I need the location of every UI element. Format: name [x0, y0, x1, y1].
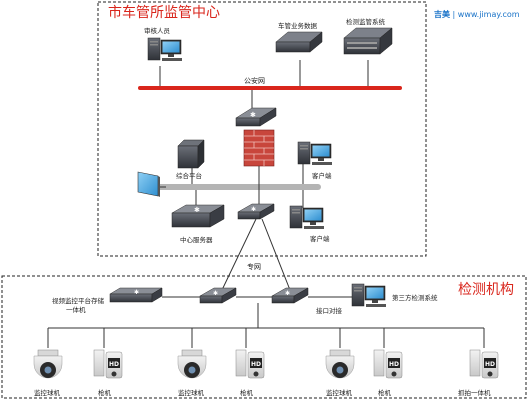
dome3-label: 监控球机	[326, 388, 353, 397]
dome1-label: 监控球机	[34, 388, 61, 397]
center-server-icon: ✱	[171, 204, 225, 228]
database-server-icon	[275, 31, 323, 53]
capture-label: 抓拍一体机	[458, 388, 491, 397]
region-inspection-agency	[1, 275, 527, 399]
brand-logo: 吉美 | www.jimay.com	[434, 9, 520, 19]
access-switch-2-icon	[271, 287, 309, 304]
region-title-bottom: 检测机构	[458, 282, 514, 298]
client1-pc-icon	[297, 141, 333, 166]
inspection-server-icon	[343, 27, 393, 55]
client2-pc-icon	[289, 205, 325, 230]
dome-camera-3-icon	[325, 349, 355, 379]
core-switch-icon	[237, 203, 275, 220]
svg-text:✱: ✱	[250, 111, 256, 119]
bullet-camera-1-icon	[93, 349, 123, 379]
gateway-switch-icon: ✱	[235, 107, 277, 127]
third-party-pc-icon	[351, 283, 387, 308]
region-title-top: 市车管所监管中心	[108, 4, 220, 21]
bullet2-label: 枪机	[240, 388, 254, 397]
third-party-label: 第三方检测系统	[392, 293, 438, 302]
platform-server-icon	[177, 139, 205, 169]
dome-camera-2-icon	[177, 349, 207, 379]
access-switch-1-icon	[199, 287, 237, 304]
bullet-camera-3-icon	[373, 349, 403, 379]
reviewer-label: 审核人员	[144, 26, 171, 35]
dome-camera-1-icon	[33, 349, 63, 379]
bullet1-label: 枪机	[98, 388, 112, 397]
nvr-label: 视频监控平台存储 一体机	[52, 296, 106, 314]
bullet3-label: 枪机	[378, 388, 392, 397]
nvr-label-line2: 一体机	[66, 305, 86, 314]
svg-text:✱: ✱	[194, 206, 200, 214]
interface-label: 接口对接	[316, 306, 343, 315]
region-supervision-center	[97, 1, 427, 257]
private-net-label: 专网	[247, 262, 261, 271]
capture-camera-icon	[469, 349, 499, 379]
firewall-icon	[243, 129, 275, 167]
client1-label: 客户端	[312, 171, 332, 180]
vehicle-db-label: 车管业务数据	[278, 21, 318, 30]
client2-label: 客户端	[310, 234, 330, 243]
monitor-icon	[137, 171, 160, 197]
svg-text:✱: ✱	[134, 289, 139, 296]
nvr-icon: ✱	[109, 287, 163, 303]
dome2-label: 监控球机	[178, 388, 205, 397]
inspection-system-label: 检测监管系统	[346, 17, 386, 26]
bullet-camera-2-icon	[235, 349, 265, 379]
police-net-label: 公安网	[244, 76, 265, 85]
center-server-label: 中心服务器	[180, 235, 213, 244]
reviewer-pc-icon	[147, 37, 183, 62]
platform-label: 综合平台	[176, 171, 202, 180]
